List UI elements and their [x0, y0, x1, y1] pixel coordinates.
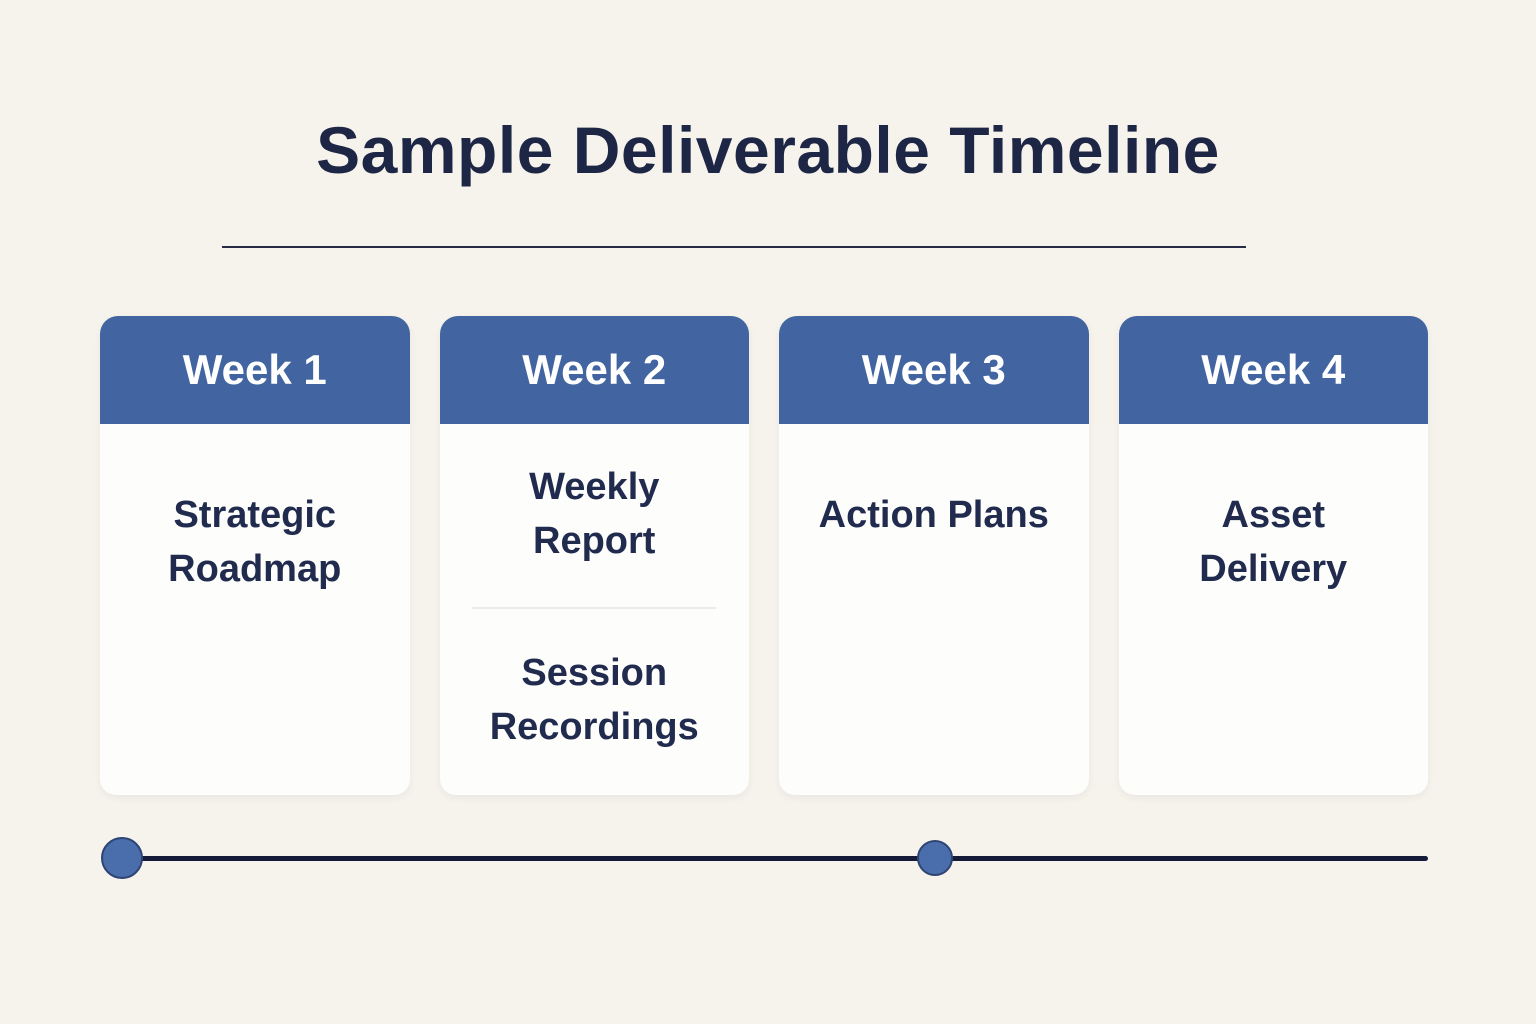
week-cards-row: Week 1 Strategic Roadmap Week 2 Weekly R…: [100, 316, 1428, 795]
week-2-body: Weekly Report Session Recordings: [439, 424, 749, 795]
deliverable-strategic-roadmap: Strategic Roadmap: [168, 494, 342, 590]
timeline-dot-week3: [917, 840, 953, 876]
week-1-body: Strategic Roadmap: [100, 424, 410, 795]
week-3-body: Action Plans: [779, 424, 1089, 795]
timeline-axis-line: [122, 856, 1428, 861]
week-1-card: Week 1 Strategic Roadmap: [100, 316, 410, 795]
week-4-header: Week 4: [1118, 316, 1428, 424]
timeline-dot-start: [101, 837, 143, 879]
page-title: Sample Deliverable Timeline: [316, 113, 1220, 187]
week-3-card: Week 3 Action Plans: [779, 316, 1089, 795]
deliverable-asset-delivery: Asset Delivery: [1199, 494, 1348, 590]
week-3-header: Week 3: [779, 316, 1089, 424]
item-divider: [472, 607, 717, 609]
week-1-header: Week 1: [100, 316, 410, 424]
week-4-body: Asset Delivery: [1118, 424, 1428, 795]
deliverable-session-recordings: Session Recordings: [489, 652, 699, 748]
week-2-header: Week 2: [439, 316, 749, 424]
deliverable-weekly-report: Weekly Report: [529, 466, 660, 562]
title-underline: [222, 246, 1246, 248]
week-2-card: Week 2 Weekly Report Session Recordings: [439, 316, 749, 795]
week-4-card: Week 4 Asset Delivery: [1118, 316, 1428, 795]
deliverable-action-plans: Action Plans: [818, 494, 1049, 536]
